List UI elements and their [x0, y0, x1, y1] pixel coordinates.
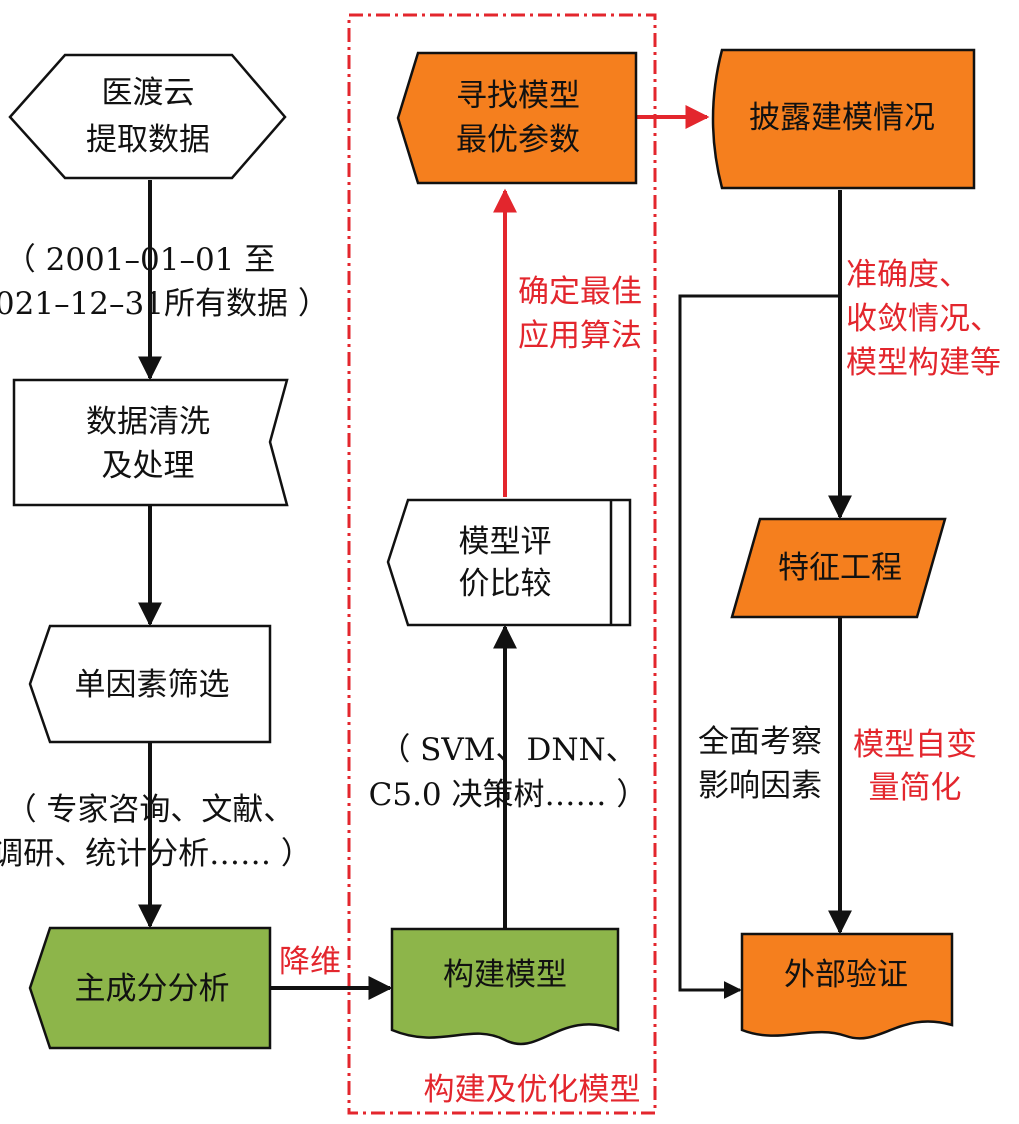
svg-text:C5.0 决策树…… ）: C5.0 决策树…… ）	[369, 777, 648, 813]
node-find-params-line2: 最优参数	[456, 122, 580, 158]
annotation-influence-factors: 全面考察 影响因素	[698, 724, 822, 804]
node-extract-data-line1: 医渡云	[102, 75, 195, 111]
node-build-model: 构建模型	[390, 927, 620, 1046]
annotation-variable-simplification: 模型自变 量简化	[853, 727, 977, 806]
node-model-evaluation-line2: 价比较	[459, 566, 552, 602]
annotation-screening-methods: （ 专家咨询、文献、 调研、统计分析…… ）	[0, 792, 312, 872]
node-pca: 主成分分析	[28, 926, 272, 1050]
svg-text:全面考察: 全面考察	[698, 724, 822, 760]
node-find-params: 寻找模型 最优参数	[396, 51, 638, 185]
node-data-cleaning-line2: 及处理	[102, 448, 195, 484]
annotation-algorithms: （ SVM、DNN、 C5.0 决策树…… ）	[369, 732, 648, 813]
node-univariate-screening: 单因素筛选	[28, 624, 272, 744]
node-extract-data-line2: 提取数据	[86, 122, 210, 158]
annotation-date-range: （ 2001–01–01 至 2021–12–31所有数据 ）	[0, 242, 329, 322]
node-feature-engineering: 特征工程	[730, 517, 947, 619]
node-pca-label: 主成分分析	[75, 971, 230, 1007]
node-data-cleaning-line1: 数据清洗	[86, 404, 210, 440]
svg-text:量简化: 量简化	[869, 770, 962, 806]
svg-text:（ 2001–01–01 至: （ 2001–01–01 至	[5, 242, 276, 278]
svg-text:应用算法: 应用算法	[518, 318, 642, 354]
annotation-dim-reduction: 降维	[279, 944, 341, 980]
svg-text:2021–12–31所有数据 ）: 2021–12–31所有数据 ）	[0, 286, 329, 322]
node-feature-engineering-label: 特征工程	[778, 550, 902, 586]
svg-text:（ 专家咨询、文献、: （ 专家咨询、文献、	[6, 792, 295, 828]
node-model-evaluation: 模型评 价比较	[386, 498, 632, 627]
svg-text:准确度、: 准确度、	[846, 257, 970, 293]
svg-text:模型构建等: 模型构建等	[846, 345, 1001, 381]
node-disclose-modeling: 披露建模情况	[711, 48, 976, 190]
node-external-validation: 外部验证	[740, 932, 954, 1040]
svg-text:确定最佳: 确定最佳	[518, 274, 642, 310]
svg-text:模型自变: 模型自变	[853, 727, 977, 763]
node-data-cleaning: 数据清洗 及处理	[12, 378, 289, 507]
annotation-best-algorithm: 确定最佳 应用算法	[518, 274, 642, 354]
node-external-validation-label: 外部验证	[784, 957, 908, 993]
svg-text:影响因素: 影响因素	[698, 768, 822, 804]
annotation-group-label: 构建及优化模型	[424, 1072, 641, 1108]
svg-text:（ SVM、DNN、: （ SVM、DNN、	[379, 732, 636, 768]
node-extract-data: 医渡云 提取数据	[8, 53, 287, 180]
node-model-evaluation-line1: 模型评	[459, 524, 552, 560]
node-find-params-line1: 寻找模型	[456, 78, 580, 114]
node-build-model-label: 构建模型	[443, 957, 567, 993]
svg-text:调研、统计分析…… ）: 调研、统计分析…… ）	[0, 836, 312, 872]
node-disclose-modeling-label: 披露建模情况	[749, 100, 935, 136]
node-univariate-screening-label: 单因素筛选	[75, 667, 230, 703]
arrow-feedback-to-validation	[678, 294, 840, 999]
annotation-disclosure-items: 准确度、 收敛情况、 模型构建等	[846, 257, 1001, 381]
svg-text:收敛情况、: 收敛情况、	[846, 301, 1001, 337]
